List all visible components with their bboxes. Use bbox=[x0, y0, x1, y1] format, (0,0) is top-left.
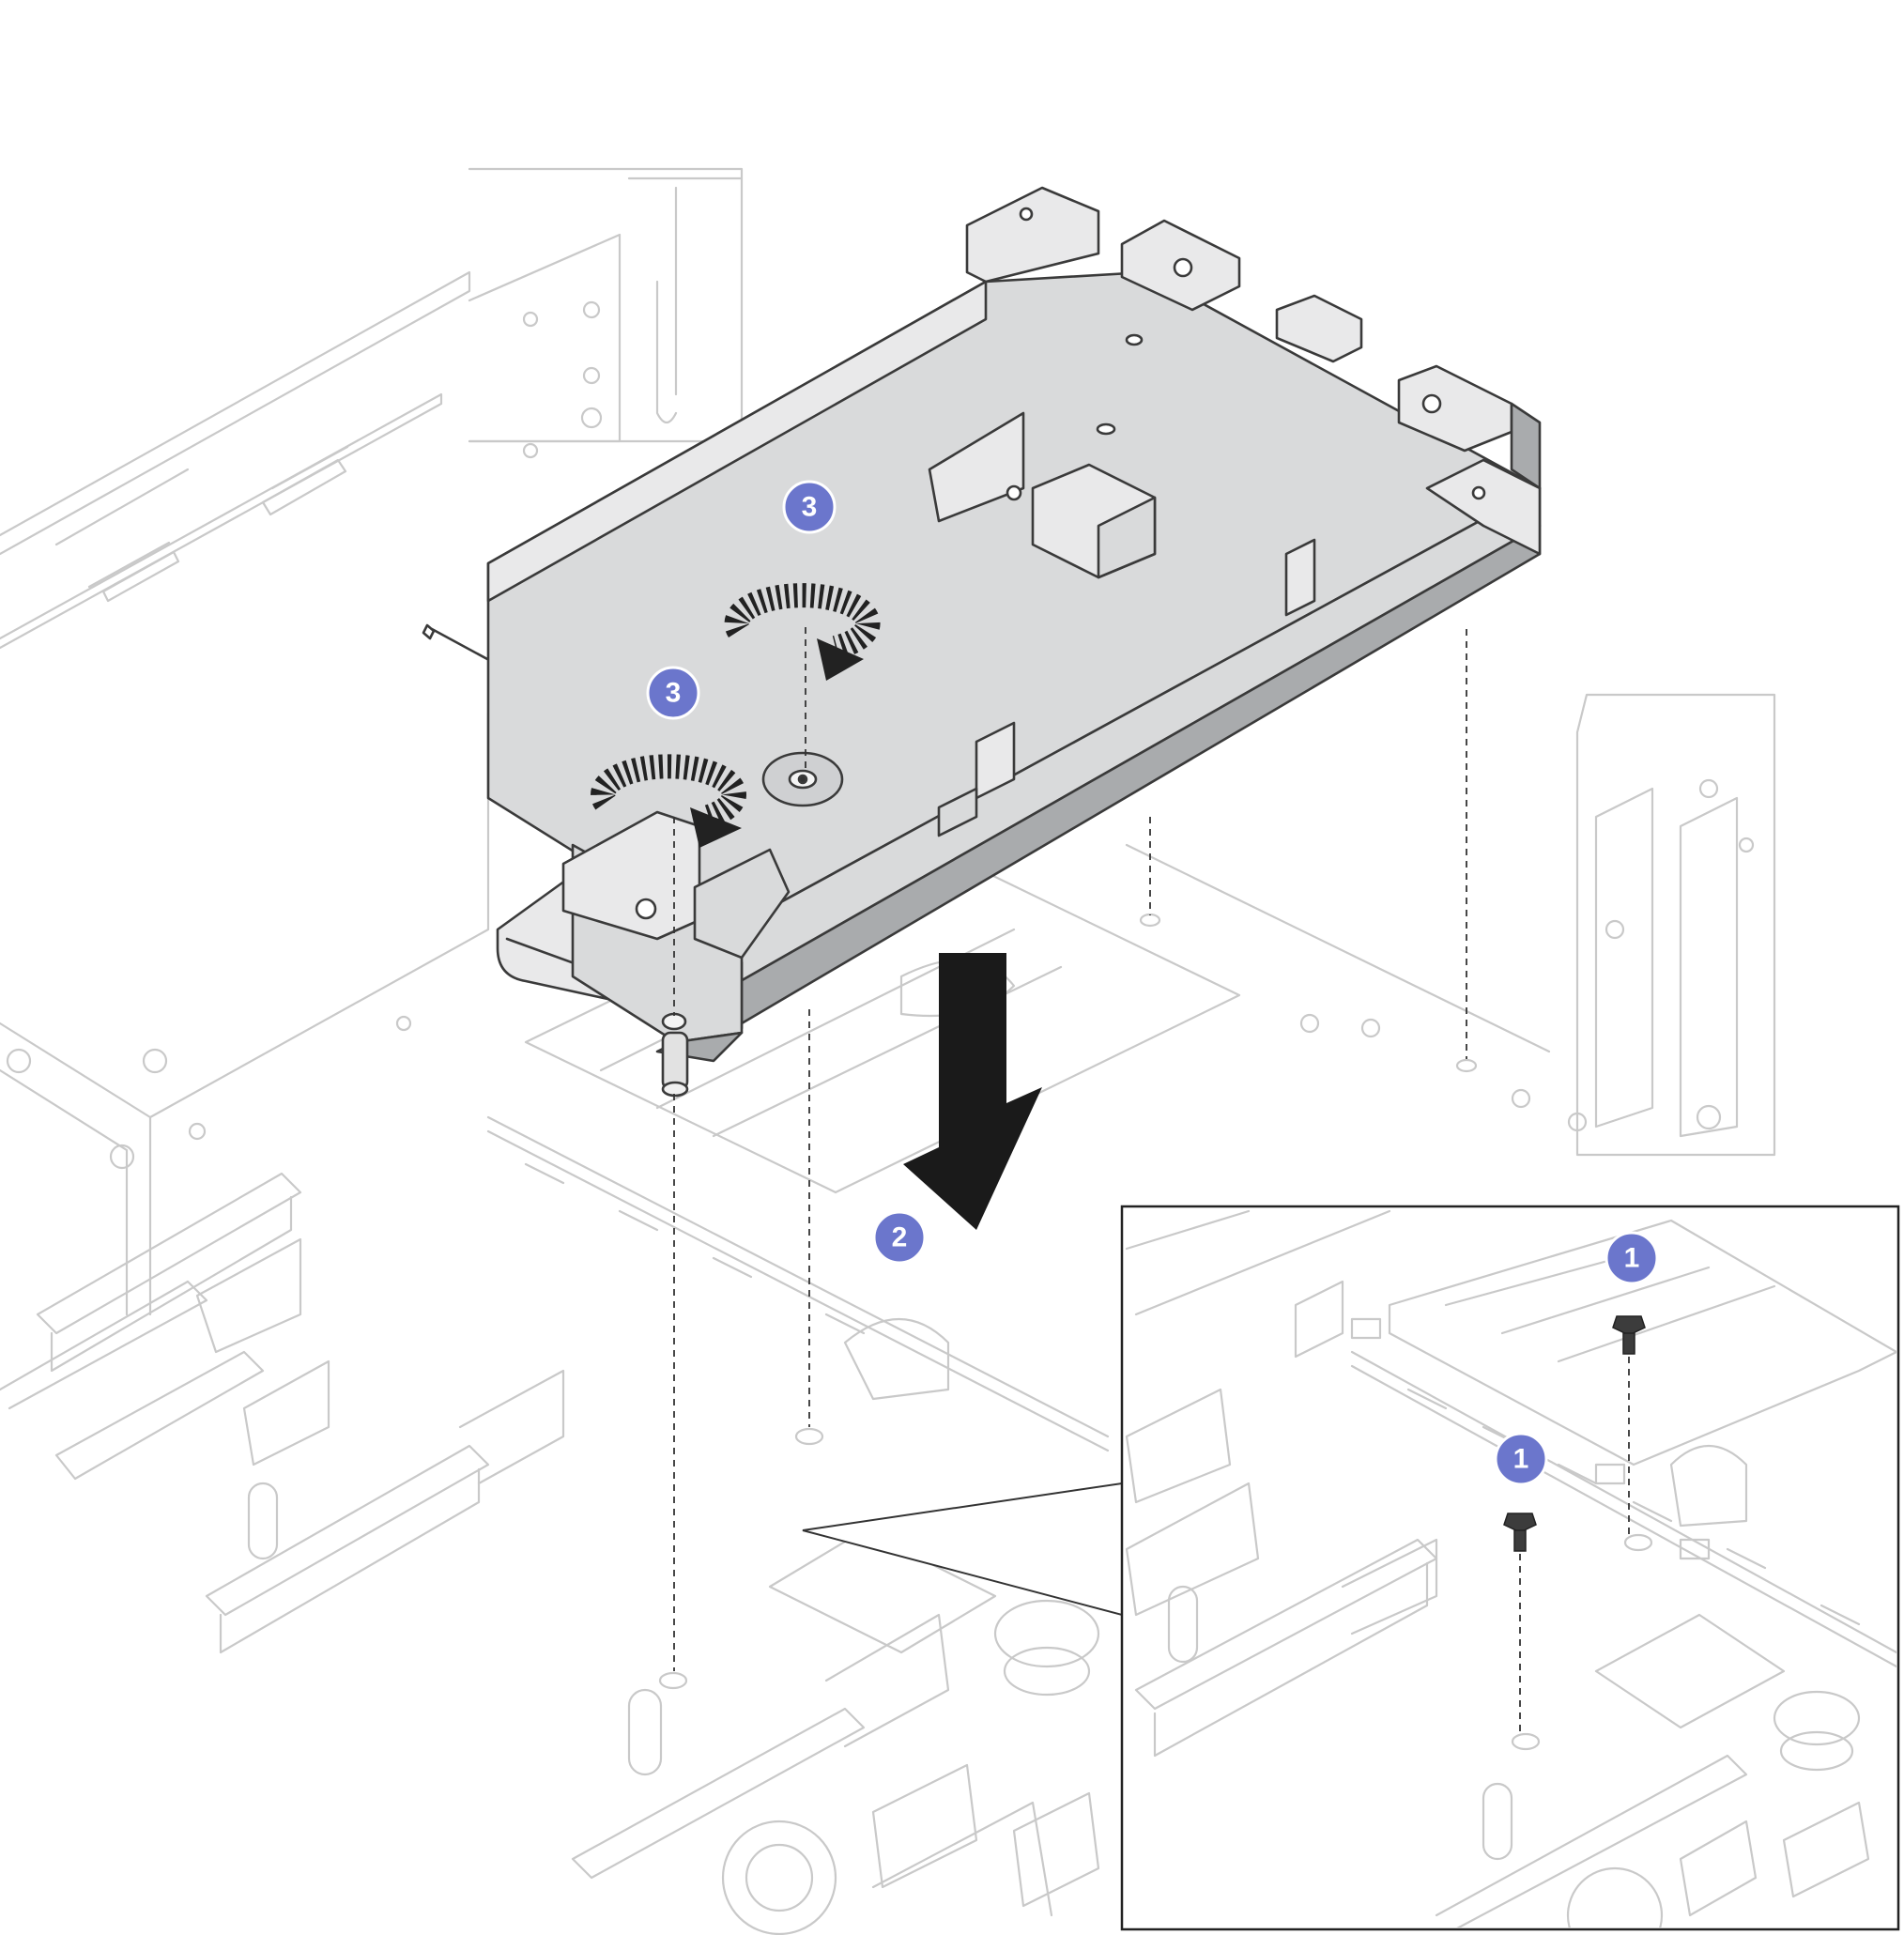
screw-icon bbox=[1503, 1513, 1537, 1735]
detail-leader bbox=[802, 1482, 1123, 1617]
rotate-arrow-upper bbox=[724, 583, 881, 770]
callout-label: 1 bbox=[1513, 1444, 1529, 1475]
callout-step-1b: 1 bbox=[1494, 1432, 1548, 1486]
cable-bracket bbox=[422, 186, 1542, 1098]
callout-label: 2 bbox=[892, 1222, 908, 1253]
detail-inset bbox=[1120, 1205, 1900, 1931]
down-arrow-icon bbox=[903, 953, 1042, 1230]
callout-label: 3 bbox=[802, 492, 818, 523]
alignment-lines bbox=[673, 629, 1467, 1671]
callout-label: 3 bbox=[666, 678, 682, 709]
rotate-arrow-lower bbox=[591, 754, 746, 848]
callout-step-3a: 3 bbox=[782, 480, 837, 534]
background-chassis bbox=[0, 167, 1776, 1935]
callout-step-3b: 3 bbox=[646, 666, 700, 720]
callout-label: 1 bbox=[1624, 1243, 1640, 1274]
callout-step-2: 2 bbox=[872, 1210, 927, 1265]
callout-step-1a: 1 bbox=[1605, 1231, 1659, 1285]
screw-icon bbox=[1612, 1315, 1646, 1535]
